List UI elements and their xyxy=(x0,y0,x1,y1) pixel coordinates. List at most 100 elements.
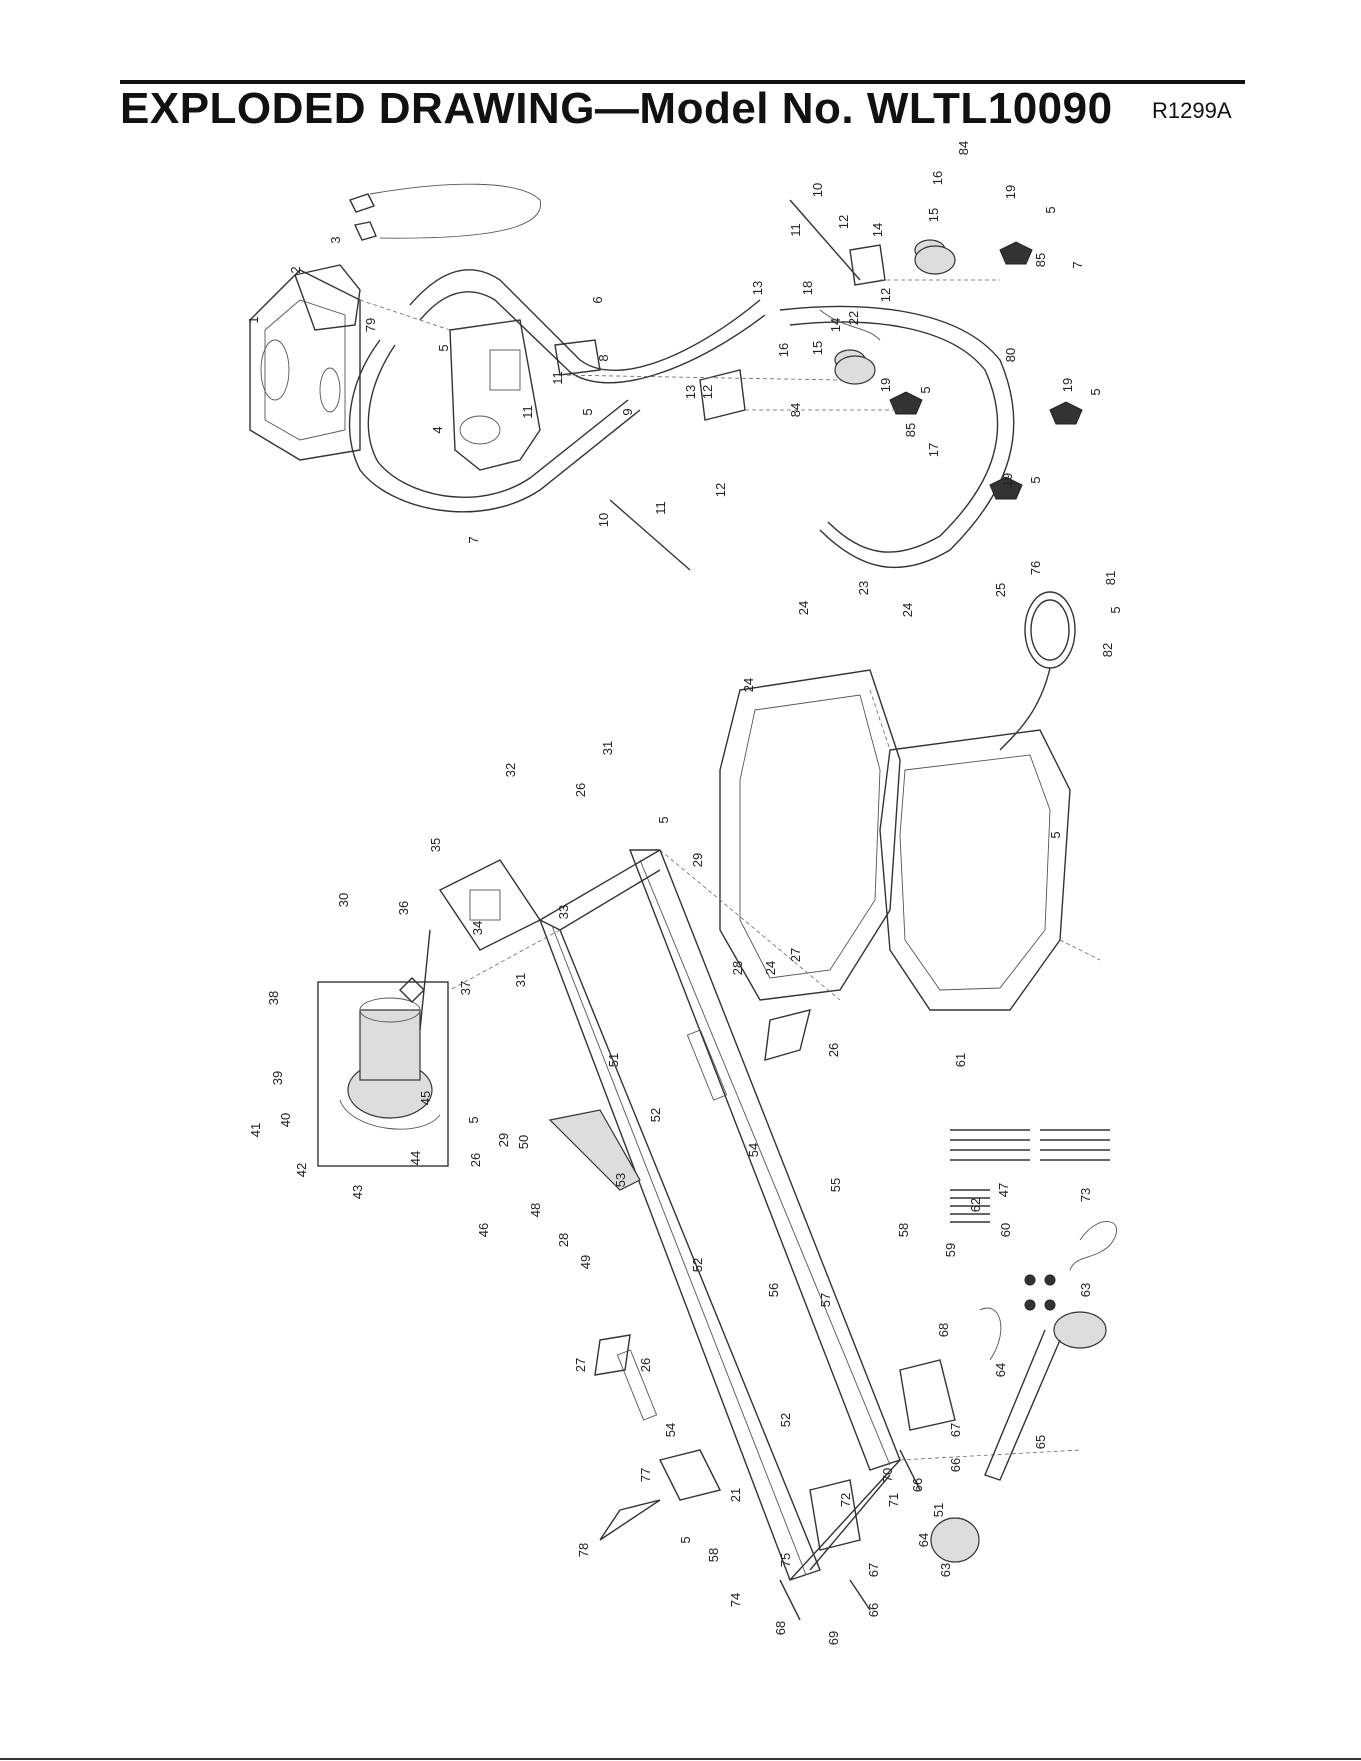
callout-12: 12 xyxy=(700,385,715,399)
callout-81: 81 xyxy=(1103,571,1118,585)
frame-assembly xyxy=(449,849,1081,1581)
callout-7: 7 xyxy=(1070,261,1085,268)
callout-65: 65 xyxy=(1033,1435,1048,1449)
callout-50: 50 xyxy=(516,1135,531,1149)
callout-67: 67 xyxy=(866,1563,881,1577)
callout-13: 13 xyxy=(750,281,765,295)
callout-78: 78 xyxy=(576,1543,591,1557)
callout-63: 63 xyxy=(1078,1283,1093,1297)
callout-29: 29 xyxy=(690,853,705,867)
callout-47: 47 xyxy=(996,1183,1011,1197)
callout-35: 35 xyxy=(428,838,443,852)
motor-assembly xyxy=(317,859,542,1167)
callout-54: 54 xyxy=(746,1143,761,1157)
callout-19: 19 xyxy=(1003,185,1018,199)
callout-10: 10 xyxy=(810,183,825,197)
callout-68: 68 xyxy=(936,1323,951,1337)
callout-70: 70 xyxy=(880,1468,895,1482)
footer-rule xyxy=(0,1758,1361,1760)
callout-16: 16 xyxy=(776,343,791,357)
callout-27: 27 xyxy=(788,948,803,962)
callout-12: 12 xyxy=(713,483,728,497)
callout-5: 5 xyxy=(580,408,595,415)
callout-8: 8 xyxy=(596,354,611,361)
callout-85: 85 xyxy=(1033,253,1048,267)
callout-49: 49 xyxy=(578,1255,593,1269)
callout-84: 84 xyxy=(956,141,971,155)
callout-19: 19 xyxy=(1000,473,1015,487)
callout-5: 5 xyxy=(678,1536,693,1543)
callout-21: 21 xyxy=(728,1488,743,1502)
callout-32: 32 xyxy=(503,763,518,777)
callout-6: 6 xyxy=(590,296,605,303)
callout-59: 59 xyxy=(943,1243,958,1257)
callout-62: 62 xyxy=(968,1198,983,1212)
page-title: EXPLODED DRAWING—Model No. WLTL10090 xyxy=(120,84,1113,133)
callout-34: 34 xyxy=(470,921,485,935)
callout-29: 29 xyxy=(496,1133,511,1147)
callout-72: 72 xyxy=(838,1493,853,1507)
callout-27: 27 xyxy=(573,1358,588,1372)
callout-58: 58 xyxy=(706,1548,721,1562)
callout-5: 5 xyxy=(1088,388,1103,395)
callout-5: 5 xyxy=(1043,206,1058,213)
callout-58: 58 xyxy=(896,1223,911,1237)
callout-5: 5 xyxy=(1028,476,1043,483)
callout-52: 52 xyxy=(778,1413,793,1427)
callout-11: 11 xyxy=(520,405,535,419)
callout-22: 22 xyxy=(846,311,861,325)
callout-14: 14 xyxy=(828,318,843,332)
callout-66: 66 xyxy=(910,1478,925,1492)
callout-11: 11 xyxy=(788,223,803,237)
callout-63: 63 xyxy=(938,1563,953,1577)
callout-41: 41 xyxy=(248,1123,263,1137)
callout-37: 37 xyxy=(458,981,473,995)
callout-12: 12 xyxy=(836,215,851,229)
callout-74: 74 xyxy=(728,1593,743,1607)
callout-24: 24 xyxy=(763,961,778,975)
callout-61: 61 xyxy=(953,1053,968,1067)
callout-24: 24 xyxy=(741,678,756,692)
document-code: R1299A xyxy=(1152,98,1232,123)
callout-73: 73 xyxy=(1078,1188,1093,1202)
hardware-parts xyxy=(599,1129,1117,1621)
callout-80: 80 xyxy=(1003,348,1018,362)
callout-79: 79 xyxy=(363,318,378,332)
callout-26: 26 xyxy=(468,1153,483,1167)
callout-15: 15 xyxy=(926,208,941,222)
callout-18: 18 xyxy=(800,281,815,295)
callout-11: 11 xyxy=(550,371,565,385)
callout-53: 53 xyxy=(613,1173,628,1187)
callout-31: 31 xyxy=(513,973,528,987)
callout-4: 4 xyxy=(430,426,445,433)
callout-5: 5 xyxy=(656,816,671,823)
callout-14: 14 xyxy=(870,223,885,237)
callout-31: 31 xyxy=(600,741,615,755)
callout-64: 64 xyxy=(993,1363,1008,1377)
callout-26: 26 xyxy=(826,1043,841,1057)
callout-5: 5 xyxy=(1108,606,1123,613)
callout-56: 56 xyxy=(766,1283,781,1297)
callout-39: 39 xyxy=(270,1071,285,1085)
callout-68: 68 xyxy=(773,1621,788,1635)
callout-66: 66 xyxy=(866,1603,881,1617)
callout-19: 19 xyxy=(878,378,893,392)
callout-17: 17 xyxy=(926,443,941,457)
callout-82: 82 xyxy=(1100,643,1115,657)
callout-76: 76 xyxy=(1028,561,1043,575)
callout-5: 5 xyxy=(466,1116,481,1123)
callout-33: 33 xyxy=(556,905,571,919)
callout-11: 11 xyxy=(653,501,668,515)
callout-26: 26 xyxy=(573,783,588,797)
callout-40: 40 xyxy=(278,1113,293,1127)
callout-10: 10 xyxy=(596,513,611,527)
callout-5: 5 xyxy=(1048,831,1063,838)
callout-38: 38 xyxy=(266,991,281,1005)
callout-75: 75 xyxy=(778,1553,793,1567)
callout-45: 45 xyxy=(418,1091,433,1105)
callout-23: 23 xyxy=(856,581,871,595)
callout-44: 44 xyxy=(408,1151,423,1165)
callout-3: 3 xyxy=(328,236,343,243)
header-rule xyxy=(120,80,1245,84)
